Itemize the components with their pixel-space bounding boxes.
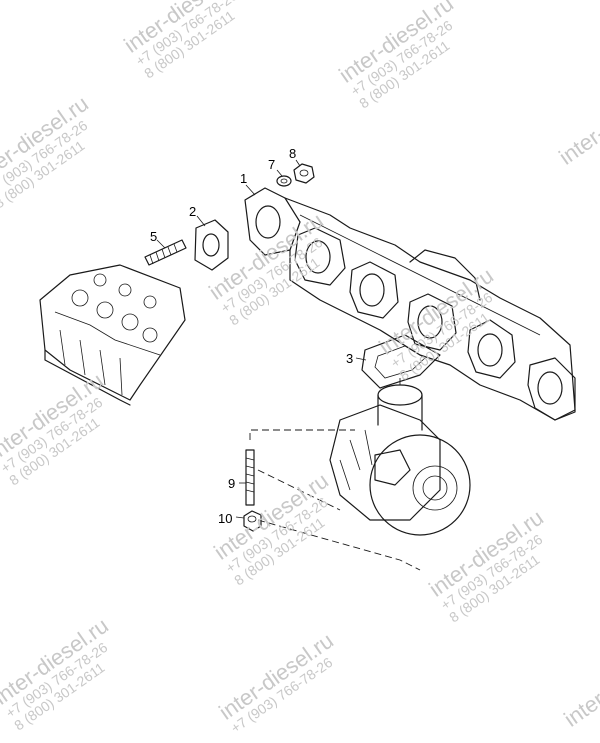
- callout-7: 7: [268, 157, 276, 172]
- callout-5: 5: [150, 229, 158, 244]
- gasket-3: [361, 334, 441, 389]
- nut-10: [243, 510, 262, 532]
- callout-8: 8: [289, 146, 297, 161]
- stud-9: [245, 449, 255, 506]
- callout-2: 2: [189, 204, 197, 219]
- exhaust-manifold: [244, 187, 576, 421]
- stud-5: [144, 239, 187, 266]
- callout-1: 1: [240, 171, 248, 186]
- turbocharger: [329, 384, 471, 536]
- cylinder-head: [39, 264, 186, 406]
- nut-8: [293, 163, 315, 184]
- callout-9: 9: [228, 476, 236, 491]
- callout-3: 3: [346, 351, 354, 366]
- gasket-2: [194, 219, 229, 271]
- callout-10: 10: [218, 511, 233, 526]
- washer-7: [276, 175, 292, 187]
